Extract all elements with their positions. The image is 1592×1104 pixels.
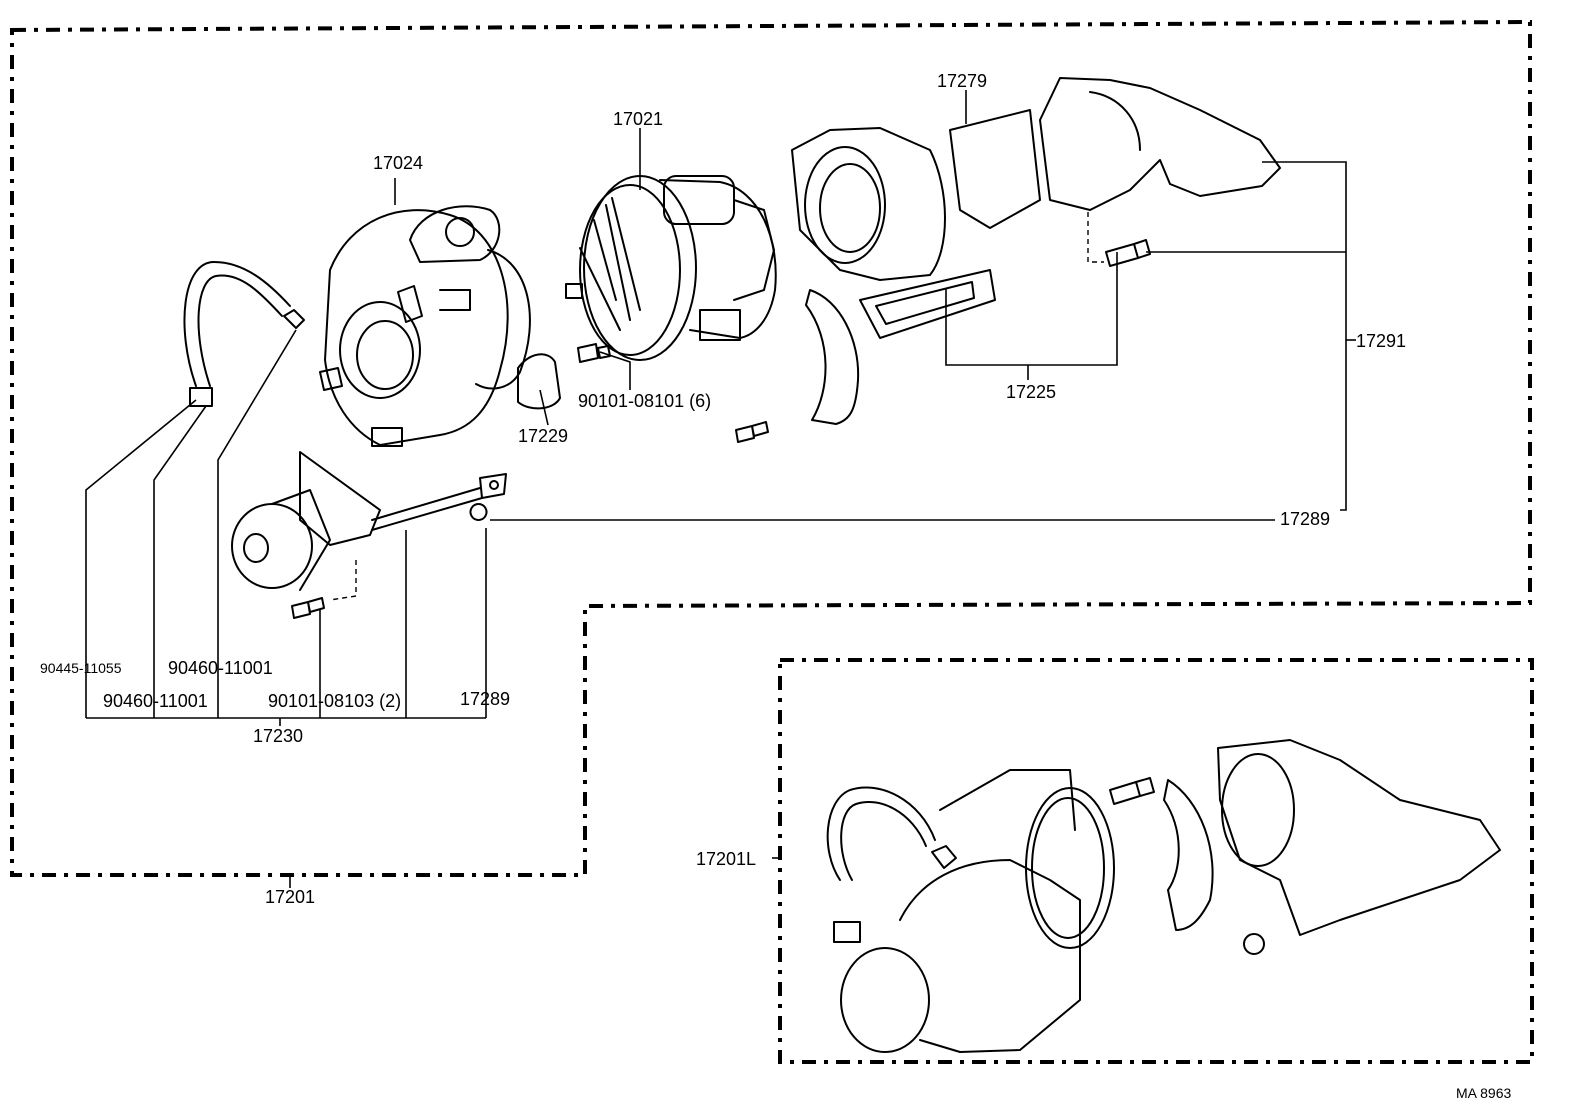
label-17201L: 17201L — [696, 849, 757, 869]
label-17230: 17230 — [253, 726, 304, 746]
label-17289-left: 17289 — [460, 689, 511, 709]
actuator — [231, 451, 507, 591]
main-assembly-boundary — [10, 19, 1532, 877]
label-17289-right: 17289 — [1280, 509, 1331, 529]
label-17024: 17024 — [373, 153, 424, 173]
clip-17289 — [469, 503, 488, 521]
diagram-code: MA 8963 — [1456, 1085, 1512, 1101]
plate-17229 — [517, 353, 561, 410]
label-17279: 17279 — [937, 71, 988, 91]
label-90101-08101: 90101-08101 (6) — [578, 391, 712, 411]
gasket-17279 — [949, 109, 1041, 229]
turbine-housing — [791, 127, 996, 339]
label-17229: 17229 — [518, 426, 569, 446]
heat-shield — [805, 289, 860, 425]
o-ring — [475, 249, 531, 390]
label-90101-08103: 90101-08103 (2) — [268, 691, 402, 711]
exhaust-elbow — [1039, 77, 1281, 211]
label-17225: 17225 — [1006, 382, 1057, 402]
lh-assembly-boundary — [778, 658, 1534, 1064]
label-17021: 17021 — [613, 109, 664, 129]
label-90445-11055: 90445-11055 — [40, 660, 122, 676]
vacuum-hose — [183, 261, 305, 407]
label-17291: 17291 — [1356, 331, 1407, 351]
compressor-housing-17024 — [319, 205, 509, 447]
label-90460-11001-b: 90460-11001 — [103, 691, 208, 711]
bolt-17225 — [1105, 239, 1151, 267]
label-17201: 17201 — [265, 887, 316, 907]
center-cartridge-17021 — [565, 175, 777, 361]
label-90460-11001-a: 90460-11001 — [168, 658, 273, 678]
bolt-90101-08103 — [291, 597, 325, 619]
small-bolt — [735, 421, 769, 443]
lh-turbo-assembly — [826, 739, 1501, 1053]
